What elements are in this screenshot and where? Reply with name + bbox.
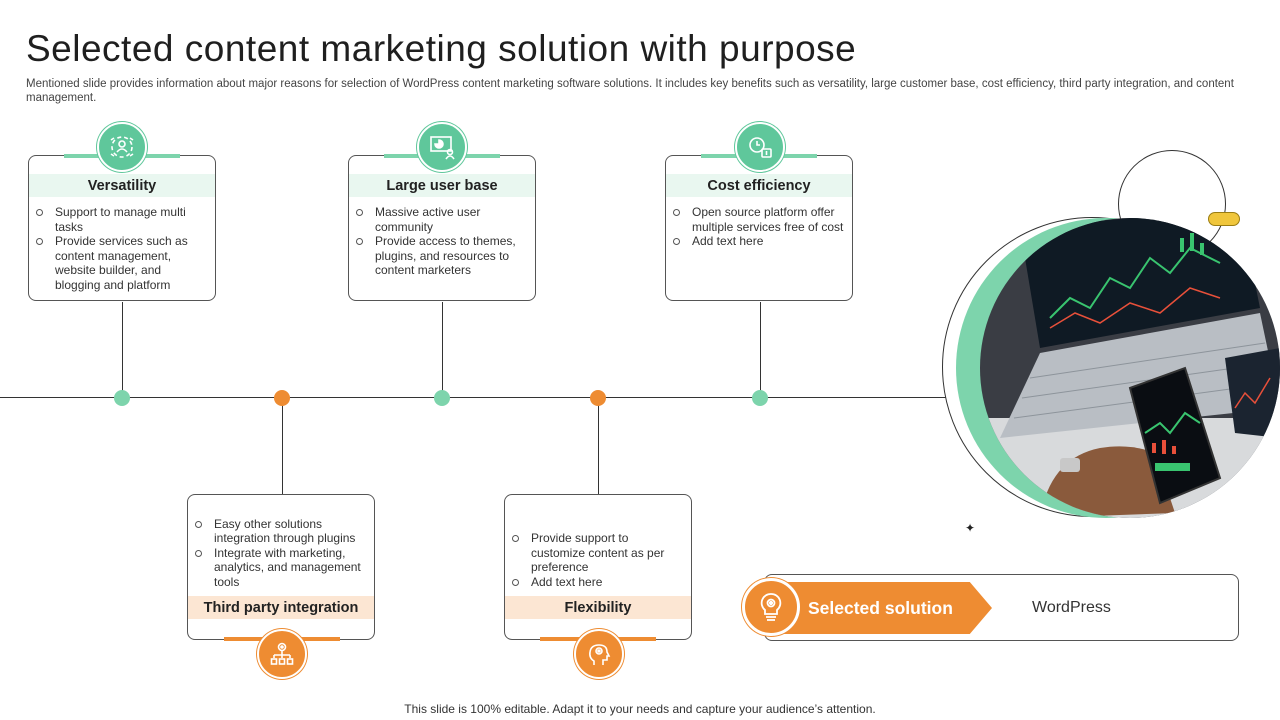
slide-footer: This slide is 100% editable. Adapt it to… [404,702,876,716]
list-item: Open source platform offer multiple serv… [673,205,844,234]
head-gear-icon [574,629,624,679]
card-heading: Flexibility [505,596,691,619]
people-network-icon [97,122,147,172]
list-item: Provide access to themes, plugins, and r… [356,234,527,278]
card-third-party-integration: Easy other solutions integration through… [187,494,375,640]
timeline-dot-flexibility [590,390,606,406]
slide-subtitle: Mentioned slide provides information abo… [26,78,1234,104]
card-heading: Versatility [29,174,215,197]
presentation-chart-icon [417,122,467,172]
list-item: Add text here [673,234,844,249]
timeline-dot-cost-efficiency [752,390,768,406]
card-bullets: Massive active user community Provide ac… [349,205,527,278]
list-item: Integrate with marketing, analytics, and… [195,546,366,590]
card-cost-efficiency: Cost efficiency Open source platform off… [665,155,853,301]
selected-solution-label: Selected solution [808,597,953,618]
lamp-plug [1208,212,1240,226]
sparkle-icon: ✦ [965,521,976,535]
connector-third-party [282,398,283,494]
card-heading: Large user base [349,174,535,197]
card-bullets: Easy other solutions integration through… [188,517,366,590]
card-bullets: Provide support to customize content as … [505,531,683,589]
timeline-dot-third-party [274,390,290,406]
timeline-axis [0,397,950,398]
money-clock-icon [735,122,785,172]
card-bullets: Open source platform offer multiple serv… [666,205,844,249]
trading-laptop-photo [980,218,1280,518]
card-heading: Third party integration [188,596,374,619]
lightbulb-gear-icon [742,578,800,636]
hero-photo-group [942,150,1280,520]
list-item: Easy other solutions integration through… [195,517,366,546]
card-versatility: Versatility Support to manage multi task… [28,155,216,301]
selected-solution-arrow [770,582,992,634]
card-flexibility: Provide support to customize content as … [504,494,692,640]
card-bullets: Support to manage multi tasks Provide se… [29,205,207,292]
list-item: Provide support to customize content as … [512,531,683,575]
list-item: Support to manage multi tasks [36,205,207,234]
slide-title: Selected content marketing solution with… [26,28,857,69]
connector-cost-efficiency [760,302,761,398]
selected-solution-value: WordPress [1032,599,1111,616]
connector-flexibility [598,398,599,494]
connector-large-user-base [442,302,443,398]
card-large-user-base: Large user base Massive active user comm… [348,155,536,301]
list-item: Provide services such as content managem… [36,234,207,292]
card-heading: Cost efficiency [666,174,852,197]
gear-hierarchy-icon [257,629,307,679]
timeline-dot-large-user-base [434,390,450,406]
timeline-dot-versatility [114,390,130,406]
connector-versatility [122,302,123,398]
list-item: Massive active user community [356,205,527,234]
list-item: Add text here [512,575,683,590]
